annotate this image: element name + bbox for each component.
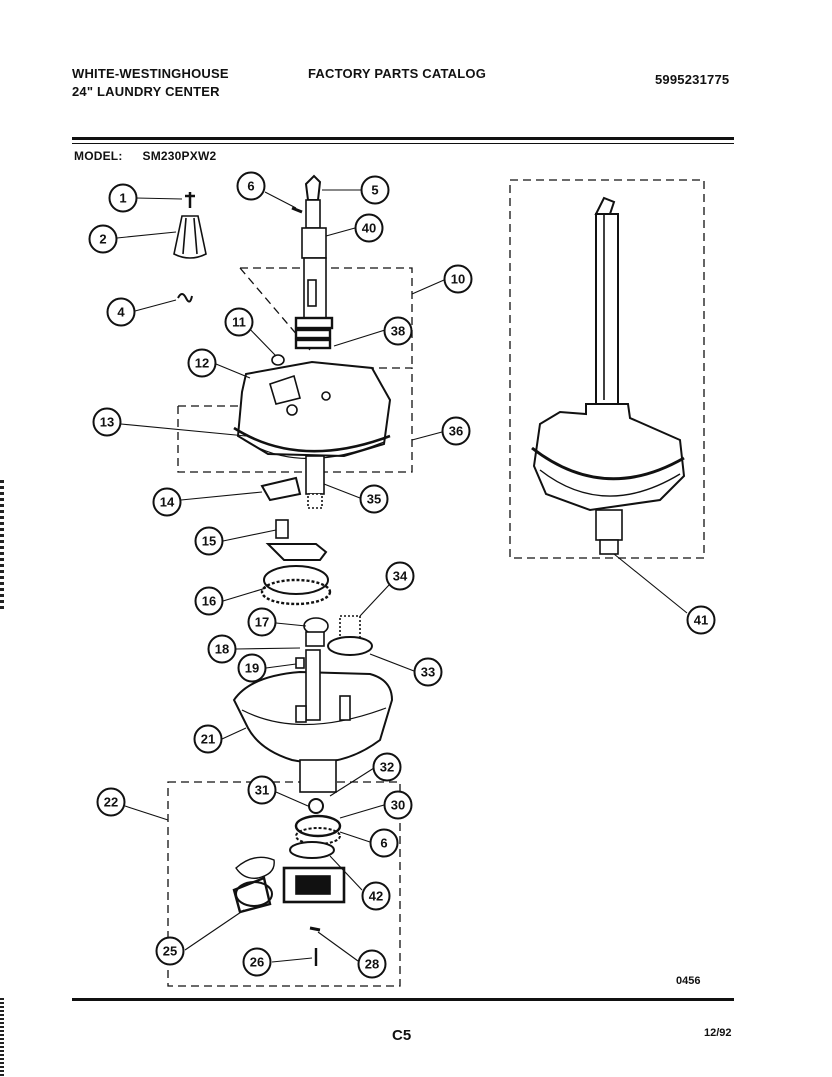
callout: 31 <box>247 775 277 805</box>
callout-label: 42 <box>369 889 383 904</box>
callout: 4 <box>106 297 136 327</box>
callout-label: 36 <box>449 424 463 439</box>
callout-label: 26 <box>250 955 264 970</box>
callout-label: 12 <box>195 356 209 371</box>
callout: 40 <box>354 213 384 243</box>
assembled-transmission <box>531 196 686 555</box>
assembly-box-41 <box>509 179 705 559</box>
part-cap-and-pin <box>173 192 207 303</box>
callout: 42 <box>361 881 391 911</box>
date-code: 12/92 <box>704 1027 732 1039</box>
transmission-internals <box>232 519 394 966</box>
callout: 21 <box>193 724 223 754</box>
callout: 22 <box>96 787 126 817</box>
brand-line-1: WHITE-WESTINGHOUSE <box>72 66 229 81</box>
callout-label: 4 <box>117 305 125 320</box>
callout: 25 <box>155 936 185 966</box>
callout: 2 <box>88 224 118 254</box>
reference-code: 0456 <box>676 975 701 987</box>
agitator-shaft-assembly <box>233 174 392 509</box>
callout-label: 10 <box>451 272 465 287</box>
callout-label: 15 <box>202 534 216 549</box>
callout-label: 2 <box>99 232 106 247</box>
callout: 38 <box>383 316 413 346</box>
callout-label: 19 <box>245 661 259 676</box>
model-label: MODEL: <box>74 149 123 163</box>
callout: 32 <box>372 752 402 782</box>
callout: 6 <box>236 171 266 201</box>
callout-label: 21 <box>201 732 215 747</box>
model-value: SM230PXW2 <box>142 149 217 163</box>
callout: 15 <box>194 526 224 556</box>
footer-rule <box>72 998 734 1001</box>
callout: 26 <box>242 947 272 977</box>
assembly-box-22 <box>167 781 401 987</box>
callout: 1 <box>108 183 138 213</box>
callout-label: 13 <box>100 415 114 430</box>
callout-label: 14 <box>160 495 175 510</box>
callout-label: 32 <box>380 760 394 775</box>
callout: 12 <box>187 348 217 378</box>
callout: 36 <box>441 416 471 446</box>
callout: 6 <box>369 828 399 858</box>
assembly-box-36 <box>177 367 413 473</box>
callout-label: 5 <box>371 183 378 198</box>
callout-label: 40 <box>362 221 376 236</box>
page-code: C5 <box>392 1027 412 1044</box>
callout-label: 22 <box>104 795 118 810</box>
brand-line-2: 24" LAUNDRY CENTER <box>72 84 220 99</box>
callout-group: 1 2 4 5 6 40 10 11 38 12 13 36 14 35 15 … <box>88 171 716 979</box>
callout: 34 <box>385 561 415 591</box>
callout: 35 <box>359 484 389 514</box>
callout-label: 31 <box>255 783 269 798</box>
callout-label: 6 <box>380 836 387 851</box>
callout-label: 33 <box>421 665 435 680</box>
callout-label: 11 <box>232 315 246 330</box>
callout-label: 6 <box>247 179 254 194</box>
leader-lines <box>116 189 688 963</box>
callout: 5 <box>360 175 390 205</box>
callout-label: 38 <box>391 324 405 339</box>
callout: 10 <box>443 264 473 294</box>
callout-label: 35 <box>367 492 381 507</box>
callout: 33 <box>413 657 443 687</box>
callout-label: 16 <box>202 594 216 609</box>
assembly-boxes <box>167 179 705 987</box>
callout-label: 17 <box>255 615 269 630</box>
model-row: MODEL: SM230PXW2 <box>74 148 236 164</box>
callout: 30 <box>383 790 413 820</box>
header-rule-thin <box>72 143 734 144</box>
callout: 11 <box>224 307 254 337</box>
catalog-number: 5995231775 <box>655 72 730 87</box>
callout-label: 28 <box>365 957 379 972</box>
callout-label: 1 <box>119 191 126 206</box>
assembly-box-10-diag <box>239 267 311 351</box>
callout-label: 34 <box>393 569 408 584</box>
header-rule-thick <box>72 137 734 140</box>
scan-edge-mark <box>0 998 4 1077</box>
scan-edge-mark <box>0 480 4 610</box>
callout: 28 <box>357 949 387 979</box>
callout: 17 <box>247 607 277 637</box>
catalog-title: FACTORY PARTS CATALOG <box>308 66 487 81</box>
callout: 13 <box>92 407 122 437</box>
callout-label: 25 <box>163 944 177 959</box>
callout-label: 18 <box>215 642 229 657</box>
callout: 41 <box>686 605 716 635</box>
callout: 18 <box>207 634 237 664</box>
callout-label: 41 <box>694 613 708 628</box>
callout-label: 30 <box>391 798 405 813</box>
callout: 14 <box>152 487 182 517</box>
callout: 19 <box>237 653 267 683</box>
callout: 16 <box>194 586 224 616</box>
